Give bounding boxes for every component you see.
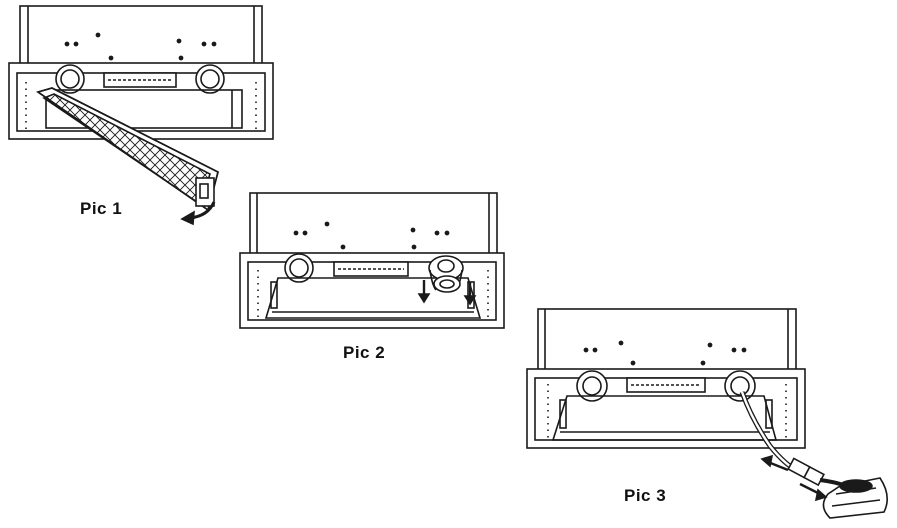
pic1-grease-filter [36, 87, 219, 212]
pic1-caption: Pic 1 [80, 199, 123, 218]
panel-pic2 [239, 192, 505, 329]
panel-pic3 [526, 308, 888, 519]
pic2-hood-body [239, 252, 505, 329]
pic2-lamp-assembly [428, 255, 464, 293]
pic3-unplug-arrows [760, 454, 828, 502]
pic3-hood-body [526, 368, 806, 449]
pic1-pull-arrowhead [180, 210, 195, 226]
pic2-mounting-plate [249, 192, 498, 255]
panel-pic1 [8, 5, 274, 226]
pic3-caption: Pic 3 [624, 486, 667, 505]
pic3-mounting-plate [537, 308, 797, 371]
pic2-right-down-arrowhead [463, 295, 477, 306]
pic2-caption: Pic 2 [343, 343, 386, 362]
pic3-lamp-cover [822, 477, 888, 519]
pic2-left-down-arrowhead [417, 293, 431, 304]
pic1-mounting-plate [19, 5, 263, 65]
